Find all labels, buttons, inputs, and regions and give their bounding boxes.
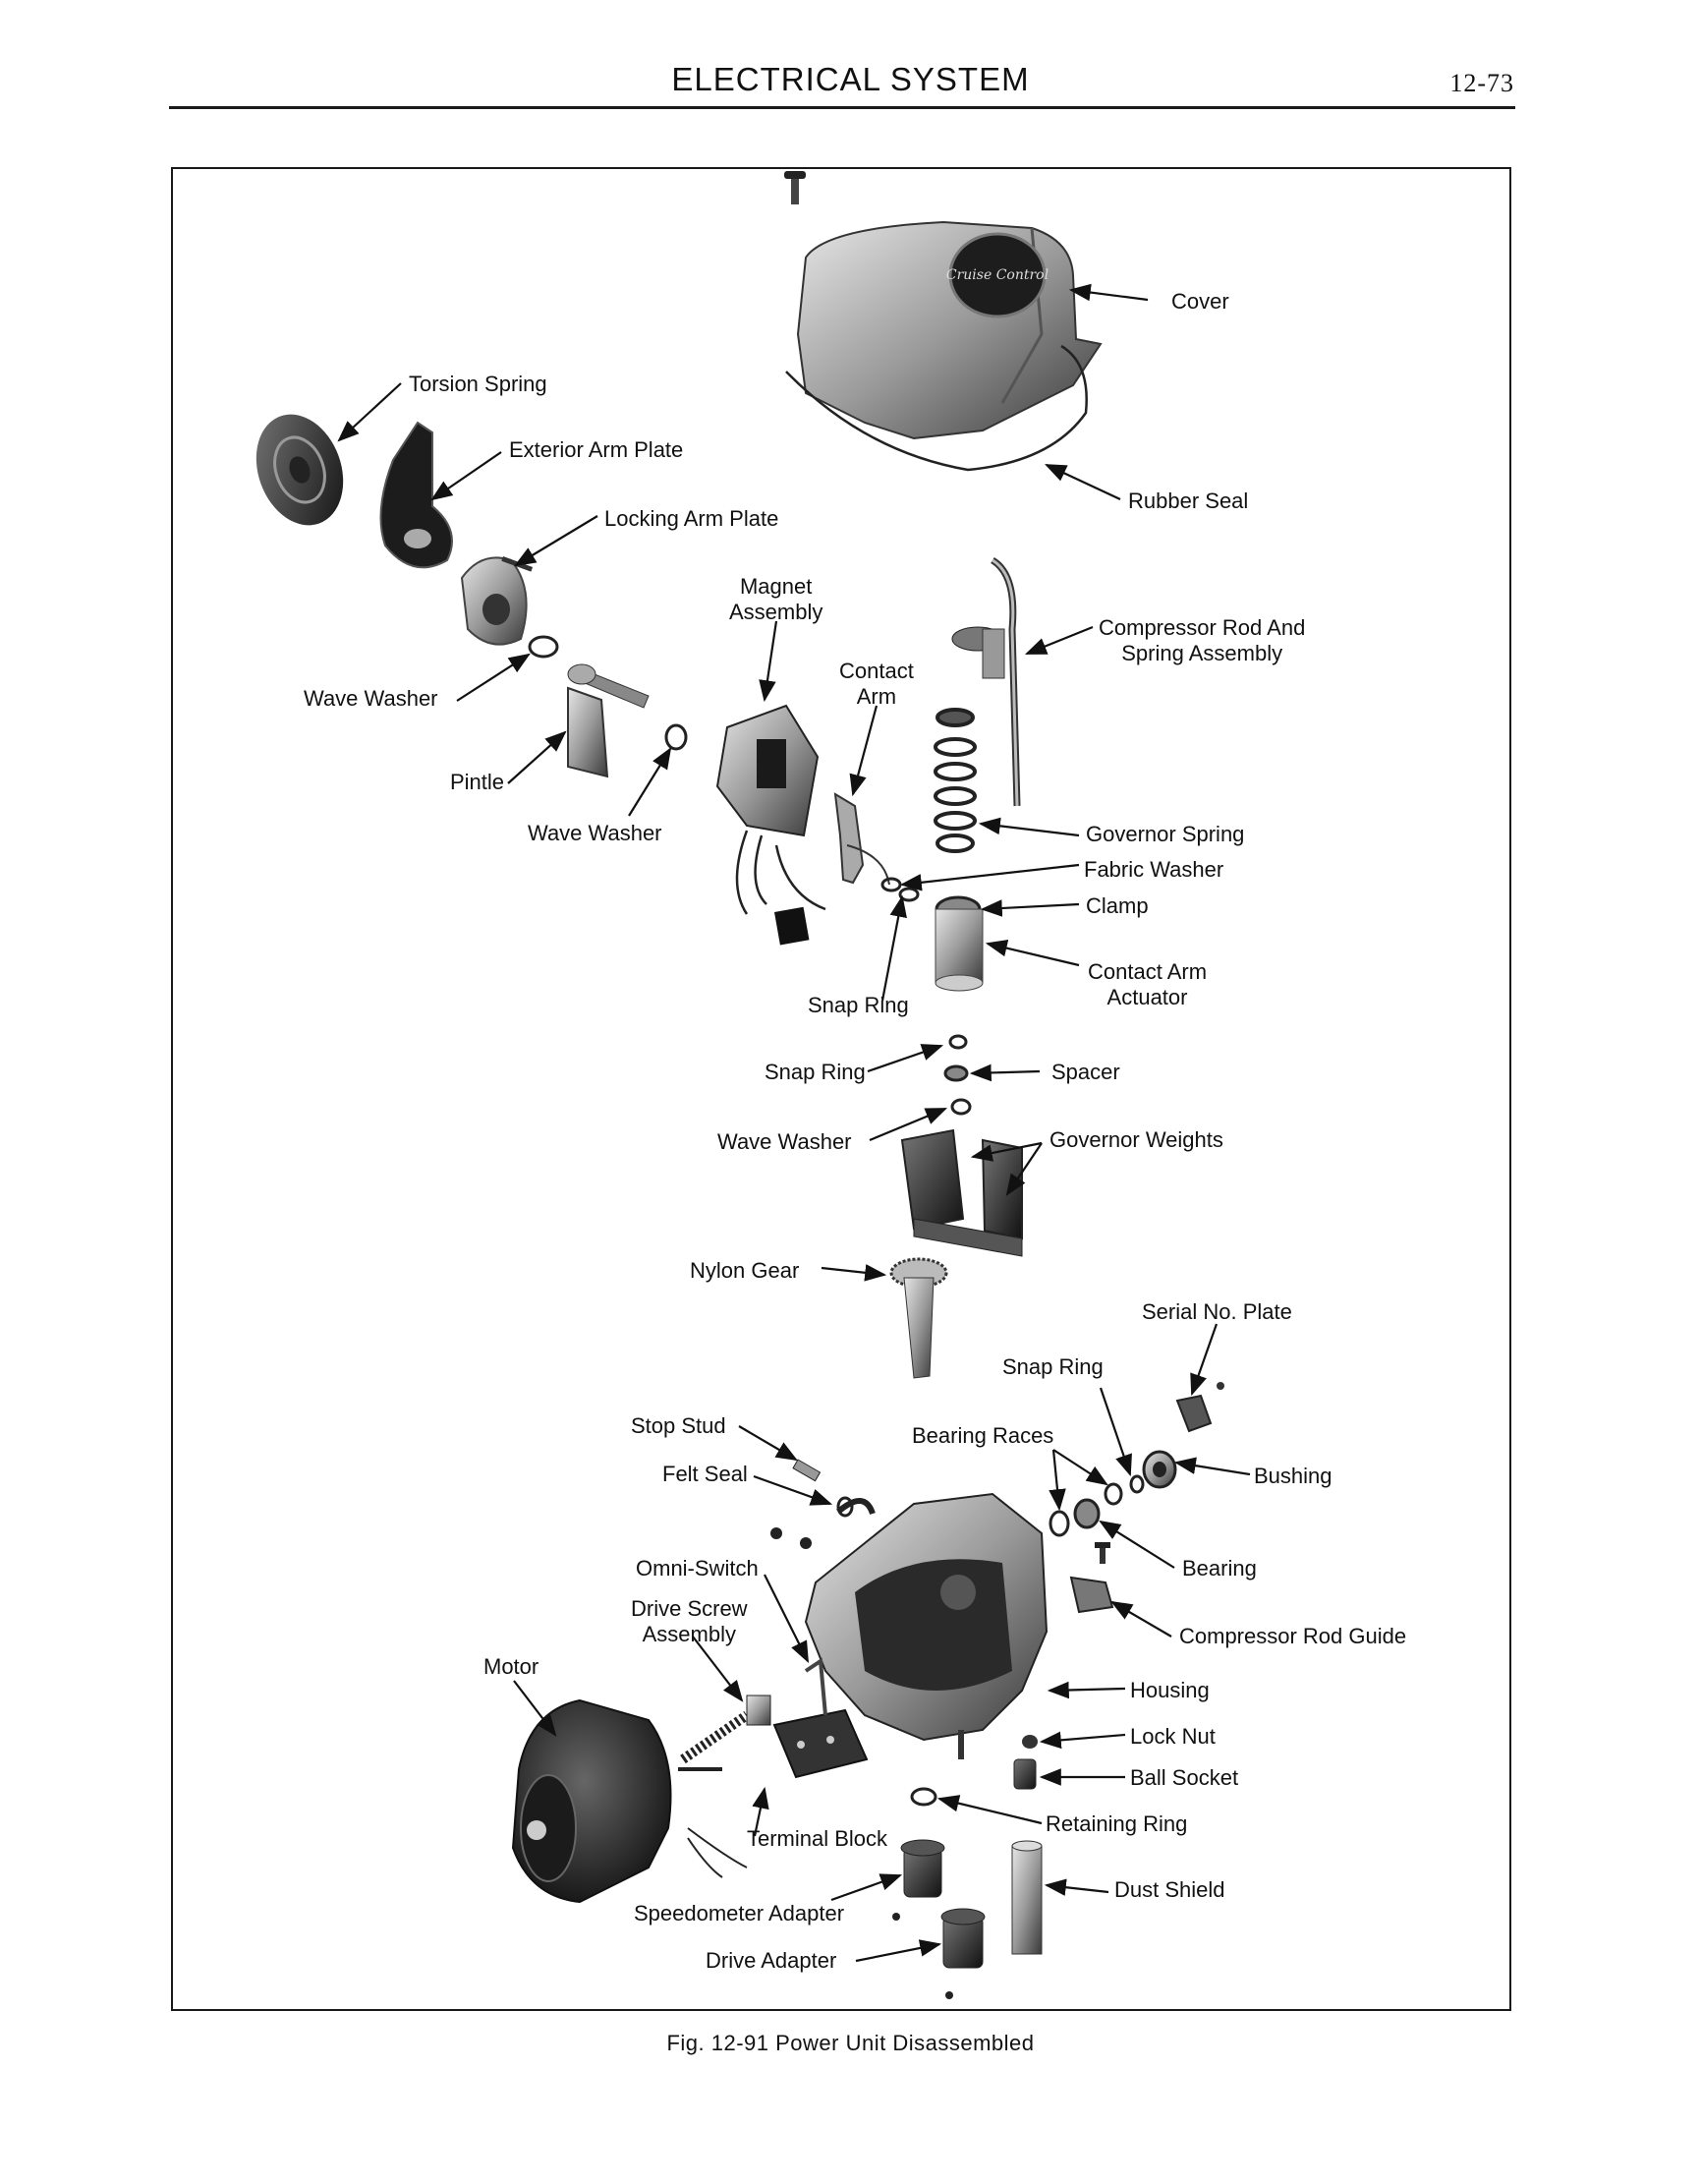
bearing-race-2-part bbox=[1049, 1510, 1070, 1537]
label-compressor-rod-guide: Compressor Rod Guide bbox=[1179, 1624, 1407, 1648]
wave-washer-1-part bbox=[528, 635, 559, 659]
spacer-part bbox=[943, 1064, 969, 1082]
label-wave-washer-3: Wave Washer bbox=[717, 1129, 852, 1154]
label-nylon-gear: Nylon Gear bbox=[690, 1258, 800, 1283]
nylon-gear-part bbox=[889, 1257, 948, 1379]
seal-ring-part bbox=[836, 1496, 854, 1518]
snap-ring-3-part bbox=[1129, 1474, 1145, 1494]
label-locking-arm-plate: Locking Arm Plate bbox=[604, 506, 779, 531]
label-dust-shield: Dust Shield bbox=[1114, 1877, 1225, 1902]
label-motor: Motor bbox=[483, 1654, 539, 1679]
label-stop-stud: Stop Stud bbox=[631, 1413, 726, 1438]
locking-arm-plate-part bbox=[460, 556, 534, 646]
section-title: ELECTRICAL SYSTEM bbox=[671, 61, 1030, 97]
lock-nut-part bbox=[1022, 1735, 1038, 1749]
figure-frame bbox=[171, 167, 1511, 2011]
dust-shield-part bbox=[1011, 1840, 1043, 1955]
label-pintle: Pintle bbox=[450, 770, 505, 794]
label-magnet-assembly: Magnet Assembly bbox=[729, 574, 823, 624]
pintle-part bbox=[567, 663, 650, 778]
omni-switch-screws bbox=[770, 1527, 812, 1549]
wave-washer-3-part bbox=[950, 1098, 972, 1116]
drive-adapter-part bbox=[940, 1908, 986, 1969]
magnet-assembly-part bbox=[715, 704, 826, 946]
label-spacer: Spacer bbox=[1051, 1060, 1120, 1084]
snap-ring-2-part bbox=[948, 1034, 968, 1050]
label-terminal-block: Terminal Block bbox=[747, 1826, 888, 1851]
label-cover: Cover bbox=[1171, 289, 1229, 314]
label-bearing: Bearing bbox=[1182, 1556, 1257, 1581]
label-contact-arm-actuator: Contact Arm Actuator bbox=[1088, 959, 1208, 1009]
leader-lines bbox=[337, 283, 1251, 1963]
label-governor-weights: Governor Weights bbox=[1049, 1127, 1223, 1152]
label-omni-switch: Omni-Switch bbox=[636, 1556, 759, 1581]
exterior-arm-plate-part bbox=[379, 421, 453, 569]
label-housing: Housing bbox=[1130, 1678, 1210, 1702]
motor-part bbox=[511, 1698, 748, 1904]
bushing-part bbox=[1142, 1450, 1177, 1489]
governor-spring-part bbox=[934, 708, 977, 853]
adapter-screw-2 bbox=[945, 1991, 953, 1999]
contact-arm-part bbox=[833, 792, 890, 886]
label-rubber-seal: Rubber Seal bbox=[1128, 489, 1249, 513]
contact-arm-actuator-part bbox=[935, 908, 984, 992]
wave-washer-2-part bbox=[664, 723, 688, 751]
cover-part: Cruise Control bbox=[785, 220, 1103, 472]
felt-seal-part bbox=[836, 1498, 876, 1516]
bearing-part bbox=[1073, 1498, 1101, 1529]
retaining-ring-part bbox=[910, 1787, 937, 1807]
governor-weights-part bbox=[900, 1128, 1023, 1257]
label-drive-screw: Drive Screw Assembly bbox=[631, 1596, 748, 1646]
cover-emblem: Cruise Control bbox=[946, 267, 1049, 283]
bearing-race-1-part bbox=[1104, 1482, 1123, 1506]
label-drive-adapter: Drive Adapter bbox=[706, 1948, 837, 1973]
torsion-spring-part bbox=[255, 414, 344, 526]
label-bushing: Bushing bbox=[1254, 1464, 1332, 1488]
drive-screw-part bbox=[680, 1695, 771, 1764]
page-number: 12-73 bbox=[1449, 69, 1514, 97]
label-contact-arm: Contact Arm bbox=[839, 659, 914, 709]
label-serial-plate: Serial No. Plate bbox=[1142, 1299, 1292, 1324]
label-torsion-spring: Torsion Spring bbox=[409, 372, 547, 396]
label-wave-washer-2: Wave Washer bbox=[528, 821, 662, 845]
label-lock-nut: Lock Nut bbox=[1130, 1724, 1216, 1749]
terminal-block-part bbox=[772, 1657, 869, 1779]
stop-stud-part bbox=[792, 1459, 822, 1482]
header-rule bbox=[169, 106, 1515, 109]
label-governor-spring: Governor Spring bbox=[1086, 822, 1245, 846]
label-compressor-rod-spring: Compressor Rod And Spring Assembly bbox=[1099, 615, 1306, 665]
label-exterior-arm-plate: Exterior Arm Plate bbox=[509, 437, 684, 462]
serial-plate-part bbox=[1175, 1382, 1224, 1433]
fabric-washer-part bbox=[880, 877, 902, 892]
housing-part bbox=[804, 1492, 1049, 1759]
ball-socket-part bbox=[1013, 1758, 1037, 1790]
adapter-screw-1 bbox=[892, 1913, 900, 1921]
label-wave-washer-1: Wave Washer bbox=[304, 686, 438, 711]
label-retaining-ring: Retaining Ring bbox=[1046, 1811, 1188, 1836]
label-snap-ring-1: Snap Ring bbox=[808, 993, 909, 1017]
compressor-rod-part bbox=[951, 557, 1021, 807]
cover-screw bbox=[784, 171, 806, 204]
label-fabric-washer: Fabric Washer bbox=[1084, 857, 1224, 882]
small-screw-part bbox=[1095, 1542, 1110, 1564]
compressor-rod-guide-part bbox=[1069, 1576, 1114, 1614]
speedometer-adapter-part bbox=[900, 1839, 945, 1898]
label-ball-socket: Ball Socket bbox=[1130, 1765, 1239, 1790]
figure-caption: Fig. 12-91 Power Unit Disassembled bbox=[666, 2031, 1035, 2055]
label-clamp: Clamp bbox=[1086, 893, 1149, 918]
label-felt-seal: Felt Seal bbox=[662, 1462, 748, 1486]
label-bearing-races: Bearing Races bbox=[912, 1423, 1054, 1448]
label-snap-ring-3: Snap Ring bbox=[1002, 1354, 1104, 1379]
label-snap-ring-2: Snap Ring bbox=[765, 1060, 866, 1084]
label-speedometer-adapter: Speedometer Adapter bbox=[634, 1901, 845, 1925]
